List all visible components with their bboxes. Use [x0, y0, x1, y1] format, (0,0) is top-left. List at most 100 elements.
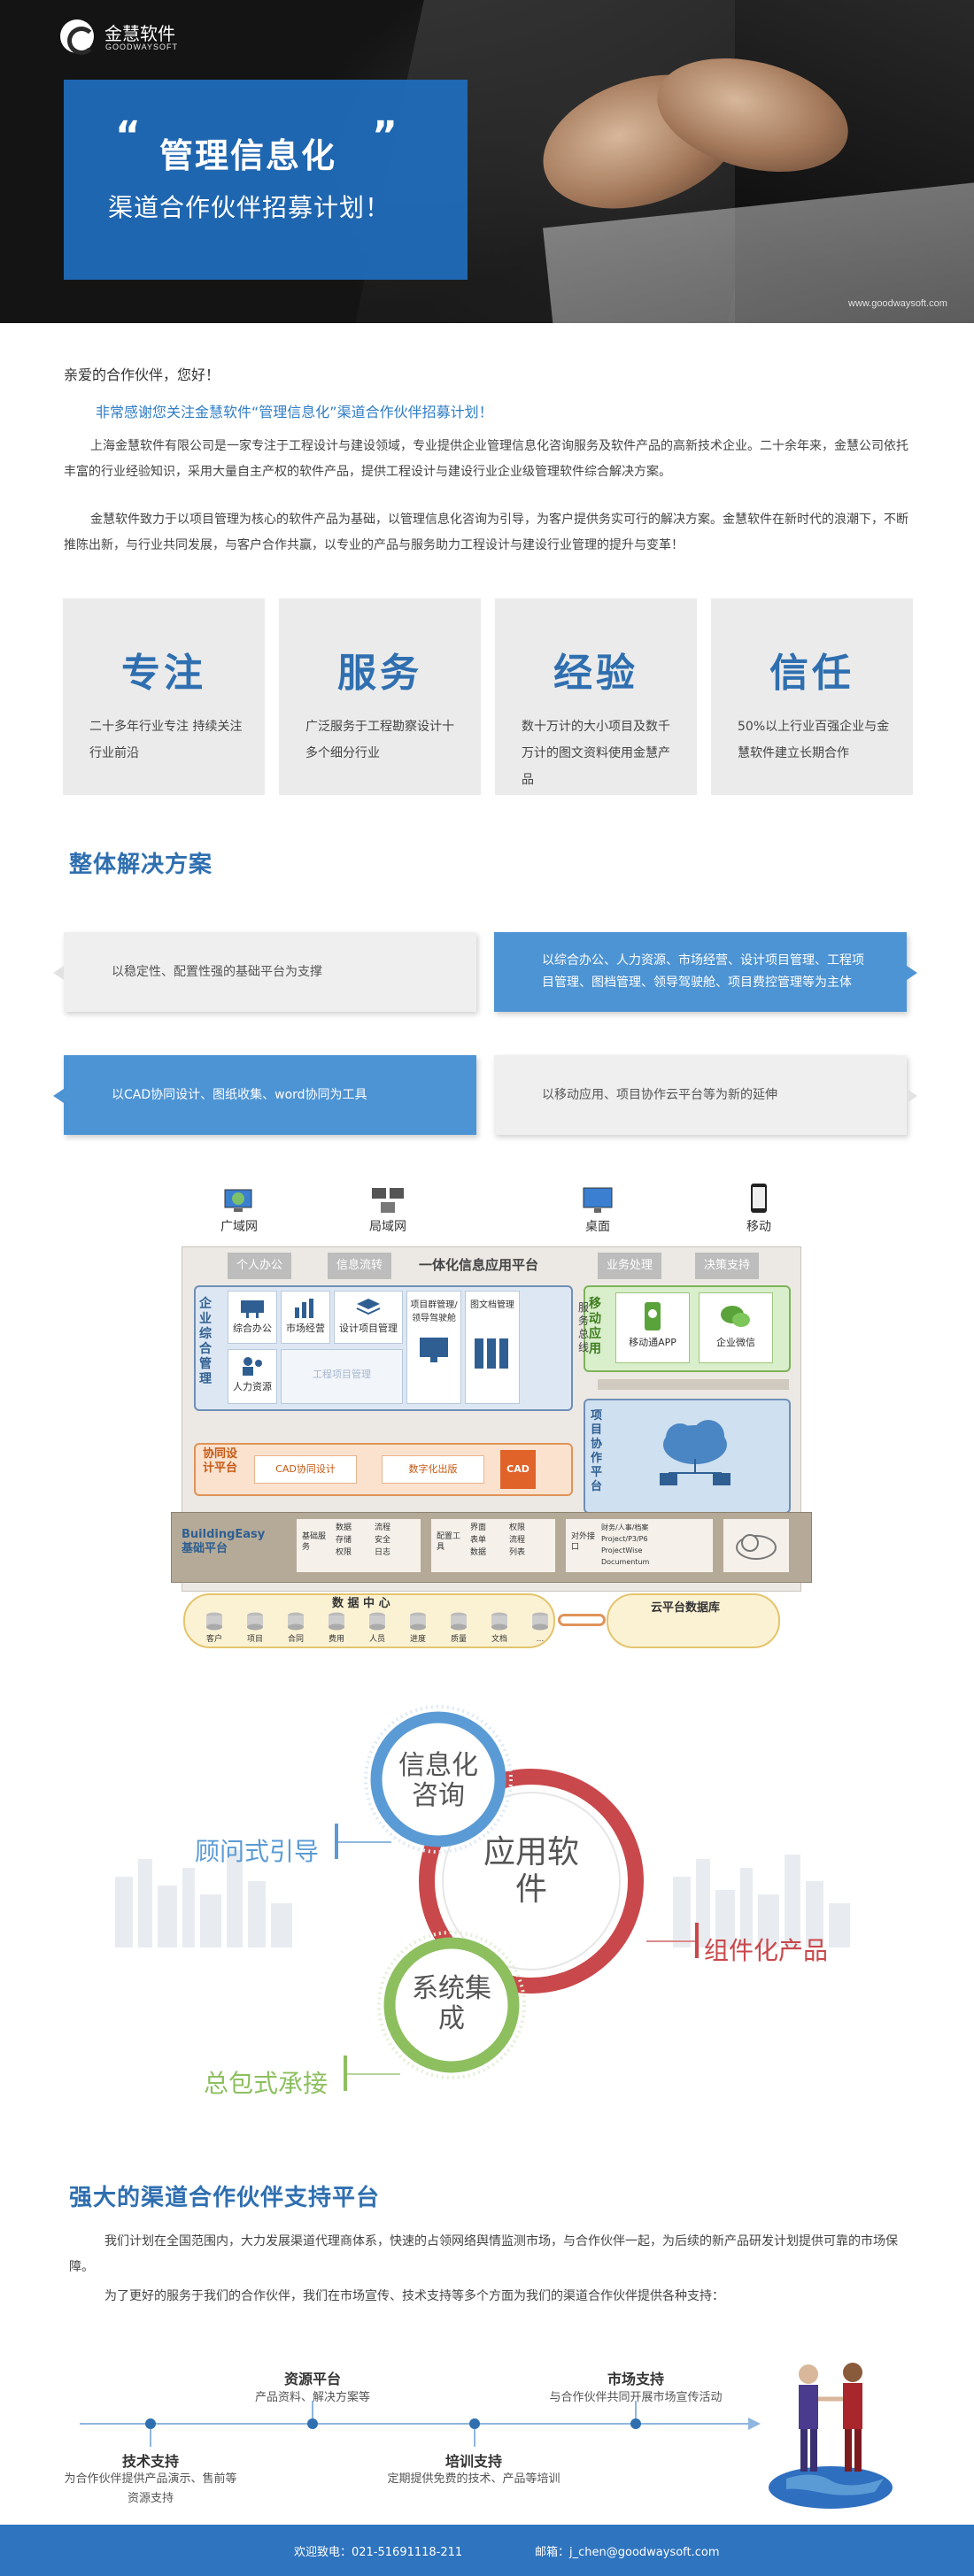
db-list: 客户 项目 合同 费用 人员 进度 质量 文档 ... — [205, 1611, 550, 1647]
contract-callout-line — [347, 2073, 400, 2075]
feature-card-desc: 二十多年行业专注 持续关注行业前沿 — [89, 720, 243, 760]
tag-personal-office: 个人办公 — [228, 1253, 291, 1279]
city-skyline-icon — [115, 1850, 850, 1947]
note-notch — [53, 966, 64, 980]
timeline-dot — [145, 2418, 156, 2429]
database-icon — [451, 1612, 467, 1631]
digital-publish-tile[interactable]: 数字化出版 — [382, 1455, 484, 1484]
base-group-services: 基础服务 数据 存储 权限 流程 安全 日志 — [297, 1519, 421, 1572]
base-group-tools: 配置工具 界面 表单 数据 权限 流程 列表 — [431, 1519, 555, 1572]
product-callout-line — [646, 1940, 695, 1942]
timeline-arrow-icon — [748, 2418, 761, 2430]
footer-phone[interactable]: 欢迎致电：021-51691118-211 — [294, 2546, 463, 2559]
feature-card-service: 服务 广泛服务于工程勘察设计十多个细分行业 — [279, 598, 481, 795]
timeline-tick — [474, 2429, 475, 2447]
consulting-label: 信息化咨询 — [398, 1750, 478, 1811]
module-label: 设计项目管理 — [339, 1323, 398, 1334]
module-office[interactable]: 综合办公 — [228, 1291, 277, 1344]
database-icon — [532, 1612, 548, 1631]
guide-callout-line — [338, 1841, 391, 1843]
solution-title: 整体解决方案 — [69, 852, 213, 878]
support-item-title: 培训支持 — [444, 2453, 502, 2470]
base-item: Documentum — [601, 1558, 650, 1566]
base-item: 权限 — [509, 1523, 526, 1532]
module-market[interactable]: 市场经营 — [281, 1291, 330, 1344]
consulting-circle — [364, 1705, 513, 1854]
module-label: 综合办公 — [233, 1323, 272, 1334]
solution-note-platform: 以稳定性、配置性强的基础平台为支撑 — [53, 932, 476, 1012]
mobile-app-icon — [645, 1302, 661, 1330]
db-item: 项目 — [245, 1611, 265, 1647]
base-platform-label: BuildingEasy基础平台 — [182, 1528, 266, 1555]
tag-business: 业务处理 — [598, 1253, 661, 1279]
cockpit-monitor-icon — [420, 1338, 448, 1362]
project-cloud-label: 项目协作平台 — [591, 1409, 603, 1493]
logo-english-name: GOODWAYSOFT — [105, 42, 178, 51]
hero-website-url[interactable]: www.goodwaysoft.com — [848, 298, 947, 309]
base-item: ProjectWise — [601, 1546, 643, 1554]
globe-monitor-icon — [224, 1189, 252, 1212]
support-paragraph-1: 我们计划在全国范围内，大力发展渠道代理商体系，快速的占领网络舆情监测市场，与合作… — [69, 2234, 898, 2274]
db-item: 进度 — [408, 1611, 428, 1647]
wechat-icon — [721, 1306, 750, 1327]
application-software-label: 应用软件 — [483, 1834, 579, 1908]
module-document[interactable]: 图文档管理 — [465, 1291, 520, 1404]
module-label: 图文档管理 — [470, 1300, 514, 1310]
mobile-app-tile[interactable]: 移动通APP — [615, 1292, 690, 1363]
feature-card-desc: 广泛服务于工程勘察设计十多个细分行业 — [305, 720, 454, 760]
integration-circle — [377, 1931, 526, 2079]
base-group-name: 对外接口 — [571, 1532, 596, 1552]
logo-name[interactable]: 金慧软件 — [104, 25, 175, 44]
solution-note-modules: 以综合办公、人力资源、市场经营、设计项目管理、工程项目管理、图档管理、领导驾驶舱… — [494, 932, 917, 1012]
timeline-tick — [312, 2401, 313, 2418]
service-bus-bar — [598, 1379, 789, 1390]
support-item-desc: 为合作伙伴提供产品演示、售前等资源支持 — [64, 2472, 237, 2505]
support-item-title: 市场支持 — [607, 2371, 664, 2387]
cowork-design-label: 协同设计平台 — [203, 1447, 238, 1475]
logo-icon[interactable] — [60, 19, 96, 55]
support-item-desc: 定期提供免费的技术、产品等培训 — [387, 2472, 560, 2486]
base-item: 流程 — [509, 1536, 526, 1545]
base-group-name: 基础服务 — [302, 1532, 327, 1552]
support-title: 强大的渠道合作伙伴支持平台 — [69, 2185, 381, 2211]
database-icon — [288, 1612, 304, 1631]
feature-card-focus: 专注 二十多年行业专注 持续关注行业前沿 — [63, 598, 265, 795]
base-group-name: 配置工具 — [437, 1532, 461, 1552]
module-program-cockpit[interactable]: 项目群管理/领导驾驶舱 — [406, 1291, 461, 1404]
database-icon — [247, 1612, 263, 1631]
solution-note-text: 以移动应用、项目协作云平台等为新的延伸 — [542, 1087, 777, 1102]
db-item: 合同 — [286, 1611, 305, 1647]
feature-card-desc: 数十万计的大小项目及数千万计的图文资料使用金慧产品 — [522, 720, 670, 787]
feature-card-desc: 50%以上行业百强企业与金慧软件建立长期合作 — [738, 720, 890, 760]
desktop-monitor-icon — [583, 1187, 613, 1213]
cloud-sync-icon — [736, 1534, 777, 1560]
note-notch — [907, 1089, 917, 1103]
architecture-diagram: 广域网 局域网 桌面 移动 个人办公 信息流转 一体化信息应用平台 业务处理 决… — [171, 1177, 812, 1655]
feature-card-title: 经验 — [553, 651, 638, 696]
wechat-tile[interactable]: 企业微信 — [699, 1292, 773, 1363]
footer-email[interactable]: 邮箱：j_chen@goodwaysoft.com — [535, 2546, 720, 2559]
db-item: 费用 — [327, 1611, 346, 1647]
db-item: 质量 — [449, 1611, 468, 1647]
base-cloud-tile — [723, 1519, 789, 1572]
base-item: 数据 — [336, 1523, 352, 1532]
mobile-app-label: 移动通APP — [629, 1337, 676, 1348]
module-design-project[interactable]: 设计项目管理 — [334, 1291, 403, 1344]
product-callout-bar — [695, 1923, 699, 1958]
network-label-desktop: 桌面 — [585, 1220, 610, 1234]
intro-paragraph-1: 上海金慧软件有限公司是一家专注于工程设计与建设领域，专业提供企业管理信息化咨询服… — [64, 439, 908, 479]
tag-info-flow: 信息流转 — [328, 1253, 391, 1279]
hero-quote-close: ” — [372, 113, 398, 158]
base-item: 界面 — [470, 1523, 487, 1532]
module-engineering[interactable]: 工程项目管理 — [281, 1349, 403, 1404]
module-hr[interactable]: 人力资源 — [228, 1349, 277, 1404]
base-item: 安全 — [375, 1536, 391, 1545]
feature-card-trust: 信任 50%以上行业百强企业与金慧软件建立长期合作 — [711, 598, 913, 795]
support-item-title: 资源平台 — [283, 2371, 341, 2387]
cad-cowork-tile[interactable]: CAD协同设计 — [254, 1455, 357, 1484]
feature-card-title: 服务 — [337, 651, 422, 696]
support-timeline-line — [80, 2423, 753, 2425]
thanks-line: 非常感谢您关注金慧软件“管理信息化”渠道合作伙伴招募计划！ — [96, 404, 493, 420]
support-paragraph-2: 为了更好的服务于我们的合作伙伴，我们在市场宣传、技术支持等多个方面为我们的渠道合… — [104, 2289, 724, 2303]
lan-computers-icon — [372, 1188, 404, 1213]
